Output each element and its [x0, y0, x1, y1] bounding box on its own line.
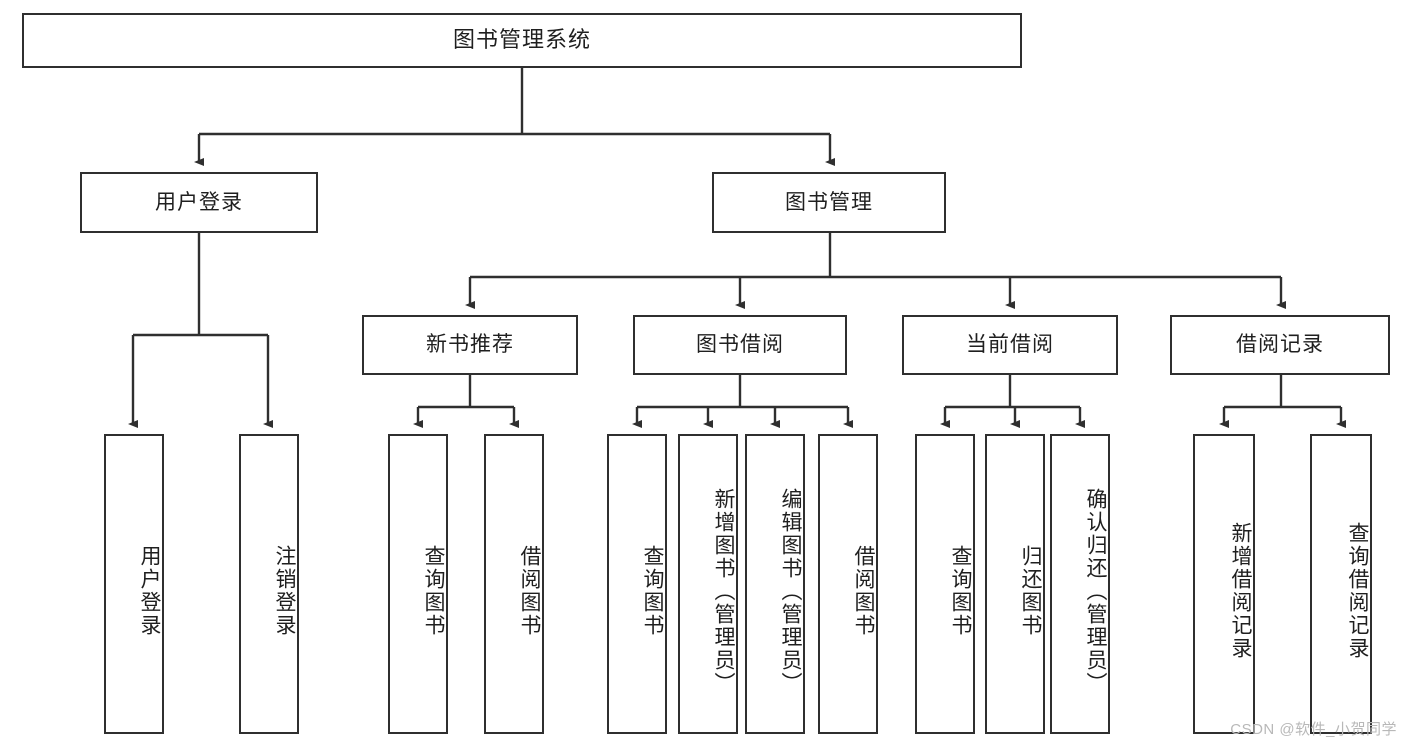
node-label: 查询图书 [422, 545, 445, 637]
node-user-login[interactable]: 用户登录 [80, 172, 318, 233]
node-label: 图书借阅 [696, 333, 784, 357]
node-label: 用户登录 [138, 545, 161, 637]
node-label: 借阅记录 [1236, 333, 1324, 357]
node-label: 新增借阅记录 [1229, 522, 1252, 660]
node-book-borrow[interactable]: 图书借阅 [633, 315, 847, 375]
leaf-user-logout[interactable]: 注销登录 [239, 434, 299, 734]
leaf-borrow-book-recommend[interactable]: 借阅图书 [484, 434, 544, 734]
node-label: 新书推荐 [426, 333, 514, 357]
node-label: 用户登录 [155, 190, 243, 214]
node-label: 注销登录 [273, 545, 296, 637]
leaf-query-book-borrow[interactable]: 查询图书 [607, 434, 667, 734]
leaf-query-book-current[interactable]: 查询图书 [915, 434, 975, 734]
node-current-borrow[interactable]: 当前借阅 [902, 315, 1118, 375]
leaf-user-login[interactable]: 用户登录 [104, 434, 164, 734]
node-book-manage[interactable]: 图书管理 [712, 172, 946, 233]
leaf-borrow-book[interactable]: 借阅图书 [818, 434, 878, 734]
node-new-book-recommend[interactable]: 新书推荐 [362, 315, 578, 375]
node-label: 当前借阅 [966, 333, 1054, 357]
node-label: 查询图书 [641, 545, 664, 637]
leaf-query-borrow-record[interactable]: 查询借阅记录 [1310, 434, 1372, 734]
node-label: 查询图书 [949, 545, 972, 637]
leaf-return-book[interactable]: 归还图书 [985, 434, 1045, 734]
leaf-edit-book-admin[interactable]: 编辑图书（管理员） [745, 434, 805, 734]
node-label: 编辑图书（管理员） [779, 487, 802, 695]
node-root-book-management-system[interactable]: 图书管理系统 [22, 13, 1022, 68]
csdn-watermark: CSDN @软件_小贺同学 [1230, 721, 1397, 738]
node-label: 图书管理系统 [452, 27, 591, 53]
node-borrow-record[interactable]: 借阅记录 [1170, 315, 1390, 375]
node-label: 确认归还（管理员） [1084, 487, 1107, 695]
leaf-add-book-admin[interactable]: 新增图书（管理员） [678, 434, 738, 734]
leaf-query-book-recommend[interactable]: 查询图书 [388, 434, 448, 734]
node-label: 归还图书 [1019, 545, 1042, 637]
node-label: 借阅图书 [518, 545, 541, 637]
leaf-confirm-return-admin[interactable]: 确认归还（管理员） [1050, 434, 1110, 734]
leaf-add-borrow-record[interactable]: 新增借阅记录 [1193, 434, 1255, 734]
node-label: 借阅图书 [852, 545, 875, 637]
node-label: 查询借阅记录 [1346, 522, 1369, 660]
node-label: 新增图书（管理员） [712, 487, 735, 695]
node-label: 图书管理 [785, 190, 873, 214]
